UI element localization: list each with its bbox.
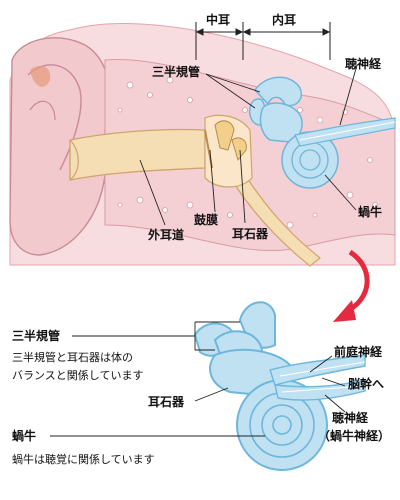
label-otolith-top: 耳石器 [232, 227, 269, 241]
curved-arrow [333, 249, 370, 322]
label-inner-ear: 内耳 [272, 13, 297, 27]
label-cochlear-nerve: （蝸牛神経） [318, 429, 391, 443]
semicircular-desc-line-2: バランスと関係しています [12, 369, 144, 382]
label-otolith: 耳石器 [148, 395, 185, 409]
inner-ear-enlarged [193, 301, 366, 471]
bottom-leader-lines [50, 321, 346, 437]
label-semicircular-canals: 三半規管 [12, 329, 61, 343]
label-ear-canal: 外耳道 [148, 228, 185, 242]
cochlea-desc: 蝸牛は聴覚に関係しています [12, 453, 155, 466]
label-eardrum: 鼓膜 [194, 213, 219, 227]
region-bracket [195, 22, 331, 60]
label-semicircular-canals-top: 三半規管 [152, 65, 201, 79]
label-to-brainstem: 脳幹へ [348, 377, 385, 391]
outer-ear-illustration [9, 23, 396, 267]
label-cochlea-top: 蝸牛 [358, 205, 383, 219]
label-vestibular-nerve: 前庭神経 [334, 345, 383, 359]
top-leader-lines [139, 64, 358, 226]
label-auditory-nerve: 聴神経 [332, 411, 369, 425]
label-cochlea: 蝸牛 [12, 429, 37, 443]
label-auditory-nerve-top: 聴神経 [345, 57, 382, 71]
label-middle-ear: 中耳 [206, 13, 231, 27]
semicircular-desc-line-1: 三半規管と耳石器は体の [12, 351, 133, 364]
